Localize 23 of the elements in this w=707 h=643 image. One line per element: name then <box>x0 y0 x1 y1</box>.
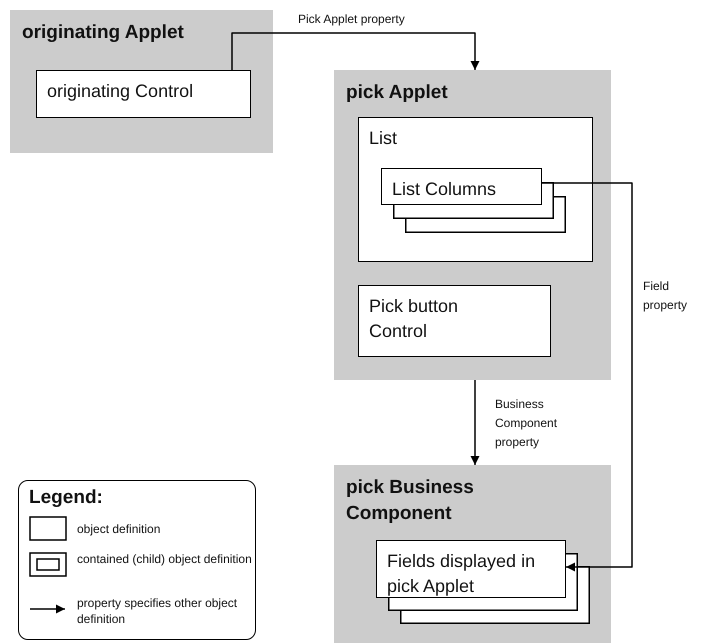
arrow <box>470 380 480 465</box>
box-label: originating Control <box>47 80 194 103</box>
panel-heading: pick Applet <box>346 81 449 105</box>
legend-text: property specifies other object definition <box>77 595 238 627</box>
legend-title: Legend: <box>29 487 103 509</box>
object-box <box>381 168 542 205</box>
box-label: List <box>369 127 398 150</box>
object-box <box>358 285 551 357</box>
container-panel <box>334 465 611 643</box>
object-box <box>376 540 566 598</box>
box-label: Pick button Control <box>369 295 460 343</box>
object-box <box>358 117 593 262</box>
legend-text: contained (child) object definition <box>77 551 253 567</box>
panel-heading: pick Business Component <box>346 476 475 526</box>
box-label: List Columns <box>392 178 498 201</box>
arrow <box>541 182 633 572</box>
panel-heading: originating Applet <box>22 21 185 45</box>
object-box <box>36 70 251 118</box>
box-label: Fields displayed in pick Applet <box>387 550 536 598</box>
container-panel <box>10 10 273 153</box>
container-panel <box>334 70 611 380</box>
arrow <box>231 32 480 70</box>
legend-text: object definition <box>77 521 162 537</box>
